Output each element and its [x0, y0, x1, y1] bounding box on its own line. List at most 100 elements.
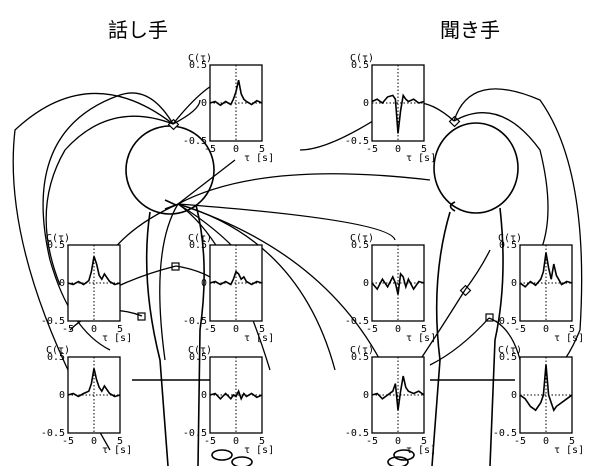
listener-head [433, 122, 519, 214]
y-axis-title: C(τ) [188, 53, 212, 64]
x-tick-label: -5 [514, 324, 526, 335]
x-tick-label: 0 [91, 324, 97, 335]
y-tick-label: -0.5 [345, 316, 369, 327]
y-axis-title: C(τ) [350, 345, 374, 356]
y-tick-label: 0.5 [47, 240, 65, 251]
x-tick-label: -5 [204, 144, 216, 155]
x-axis-label: τ [s] [102, 445, 132, 456]
speaker-body [145, 211, 169, 466]
x-tick-label: 5 [421, 144, 427, 155]
correlation-plot-7: 0.5 0 -0.5-5 0 5 C(τ) τ [s] [41, 345, 132, 456]
speaker-label: 話し手 [108, 18, 168, 42]
x-tick-label: -5 [366, 436, 378, 447]
y-axis-title: C(τ) [188, 345, 212, 356]
y-tick-label: 0.5 [351, 60, 369, 71]
x-tick-label: 5 [569, 436, 575, 447]
x-tick-label: -5 [62, 436, 74, 447]
y-tick-label: 0.5 [189, 60, 207, 71]
correlation-plot-2: 0.5 0 -0.5-5 0 5 C(τ) τ [s] [345, 53, 436, 164]
y-axis-title: C(τ) [498, 345, 522, 356]
x-tick-label: 0 [233, 324, 239, 335]
correlation-curve [67, 256, 121, 286]
y-tick-label: -0.5 [345, 428, 369, 439]
y-tick-label: 0 [511, 390, 517, 401]
x-tick-label: 5 [117, 436, 123, 447]
y-tick-label: 0 [363, 98, 369, 109]
y-axis-title: C(τ) [188, 233, 212, 244]
y-tick-label: 0.5 [499, 352, 517, 363]
y-axis-title: C(τ) [350, 233, 374, 244]
x-axis-label: τ [s] [406, 445, 436, 456]
y-tick-label: 0 [59, 390, 65, 401]
correlation-plot-6: 0.5 0 -0.5-5 0 5 C(τ) τ [s] [493, 233, 584, 344]
listener-body [431, 211, 451, 466]
y-tick-label: -0.5 [41, 316, 65, 327]
x-tick-label: 0 [395, 144, 401, 155]
x-tick-label: 5 [569, 324, 575, 335]
correlation-curve [371, 93, 425, 134]
x-axis-label: τ [s] [102, 333, 132, 344]
x-tick-label: -5 [62, 324, 74, 335]
y-axis-title: C(τ) [350, 53, 374, 64]
x-tick-label: 5 [421, 436, 427, 447]
y-tick-label: 0.5 [351, 240, 369, 251]
y-tick-label: -0.5 [493, 428, 517, 439]
x-tick-label: 5 [117, 324, 123, 335]
speaker-foot-left [211, 449, 233, 461]
x-tick-label: 0 [395, 324, 401, 335]
correlation-curve [371, 375, 425, 411]
y-tick-label: 0.5 [47, 352, 65, 363]
x-tick-label: -5 [204, 436, 216, 447]
y-axis-title: C(τ) [46, 345, 70, 356]
x-axis-label: τ [s] [554, 333, 584, 344]
listener-foot-right [387, 456, 409, 466]
x-axis-label: τ [s] [406, 153, 436, 164]
y-tick-label: 0.5 [351, 352, 369, 363]
correlation-plot-1: 0.5 0 -0.5-5 0 5 C(τ) τ [s] [183, 53, 274, 164]
x-axis-label: τ [s] [554, 445, 584, 456]
y-tick-label: -0.5 [41, 428, 65, 439]
correlation-curve [519, 252, 573, 288]
y-tick-label: 0 [201, 390, 207, 401]
correlation-plot-9: 0.5 0 -0.5-5 0 5 C(τ) τ [s] [345, 345, 436, 456]
x-tick-label: 5 [421, 324, 427, 335]
correlation-curve [67, 368, 121, 398]
y-tick-label: -0.5 [183, 316, 207, 327]
x-axis-label: τ [s] [244, 445, 274, 456]
y-axis-title: C(τ) [46, 233, 70, 244]
y-tick-label: 0 [201, 98, 207, 109]
x-tick-label: 0 [395, 436, 401, 447]
x-tick-label: 0 [91, 436, 97, 447]
y-tick-label: -0.5 [183, 428, 207, 439]
x-tick-label: 0 [233, 144, 239, 155]
y-tick-label: -0.5 [345, 136, 369, 147]
x-tick-label: 5 [259, 436, 265, 447]
x-tick-label: 0 [543, 436, 549, 447]
y-tick-label: 0 [59, 278, 65, 289]
x-tick-label: 0 [543, 324, 549, 335]
x-axis-label: τ [s] [244, 153, 274, 164]
y-tick-label: -0.5 [183, 136, 207, 147]
x-tick-label: -5 [204, 324, 216, 335]
speaker-foot-right [231, 456, 253, 466]
y-tick-label: 0.5 [189, 240, 207, 251]
x-tick-label: 5 [259, 144, 265, 155]
x-tick-label: -5 [366, 324, 378, 335]
correlation-curve [519, 364, 573, 412]
y-tick-label: 0.5 [499, 240, 517, 251]
x-axis-label: τ [s] [244, 333, 274, 344]
x-tick-label: 0 [233, 436, 239, 447]
x-tick-label: -5 [366, 144, 378, 155]
y-axis-title: C(τ) [498, 233, 522, 244]
body-figures [125, 122, 519, 466]
listener-nose [449, 201, 456, 212]
y-tick-label: 0 [511, 278, 517, 289]
y-tick-label: 0 [363, 390, 369, 401]
y-tick-label: -0.5 [493, 316, 517, 327]
correlation-curve [371, 272, 425, 295]
correlation-plot-3: 0.5 0 -0.5-5 0 5 C(τ) τ [s] [41, 233, 132, 344]
